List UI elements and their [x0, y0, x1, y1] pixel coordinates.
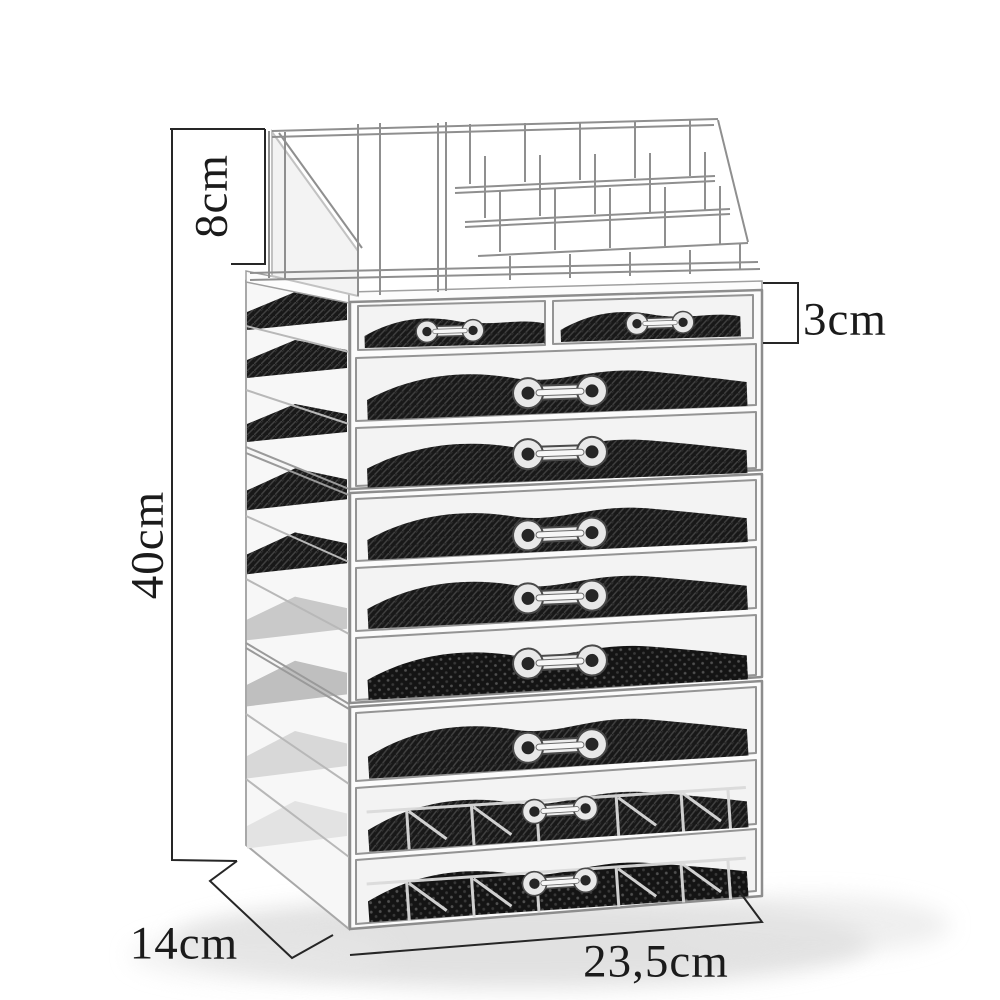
side-panel — [245, 279, 350, 932]
dim-8cm-bracket — [231, 129, 266, 265]
tray-slot-grid — [454, 120, 749, 280]
dim-23cm-line — [349, 890, 764, 956]
dim-3cm-bracket — [763, 282, 799, 344]
dimension-lines — [170, 128, 799, 960]
label-depth: 14cm — [129, 917, 239, 970]
label-width: 23,5cm — [583, 935, 729, 988]
dim-40cm-line — [171, 129, 238, 862]
top-tray — [249, 118, 761, 298]
side-unit-seams — [245, 446, 350, 710]
dim-14cm-line — [208, 860, 334, 960]
label-top-section-height: 8cm — [185, 154, 238, 238]
drawers — [355, 294, 757, 926]
side-shelf-lines — [245, 325, 350, 858]
label-small-drawer-height: 3cm — [803, 293, 887, 346]
label-total-height: 40cm — [121, 490, 174, 600]
